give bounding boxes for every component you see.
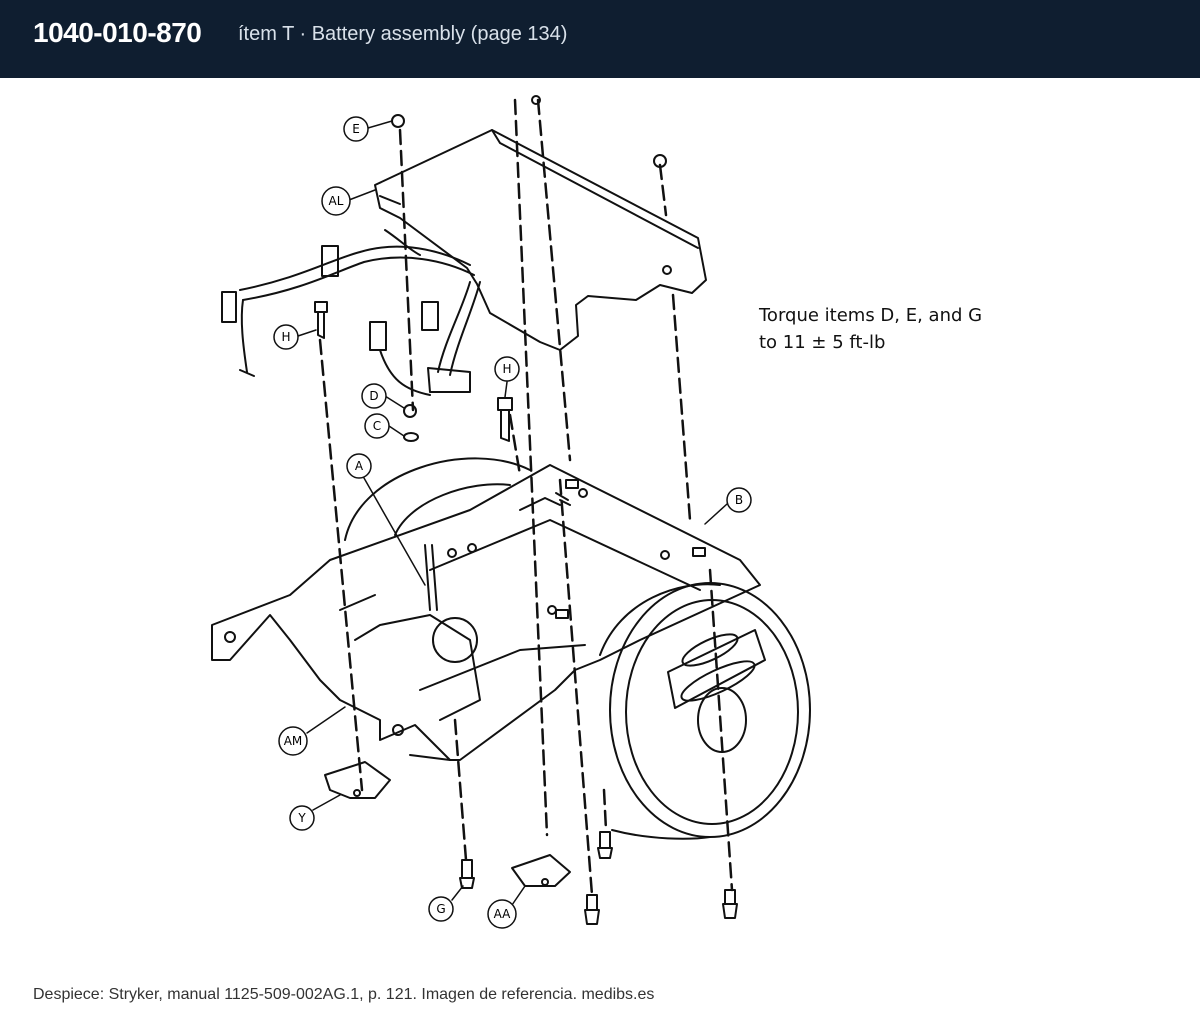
assembly-lines	[318, 98, 734, 897]
header-bar: 1040-010-870 ítem T · Battery assembly (…	[0, 0, 1200, 78]
callout-c: C	[364, 413, 390, 439]
svg-text:B: B	[735, 493, 743, 507]
svg-text:H: H	[502, 362, 511, 376]
callout-h-center: H	[494, 356, 520, 382]
callout-aa: AA	[487, 899, 517, 929]
torque-note: Torque items D, E, and G to 11 ± 5 ft-lb	[759, 302, 982, 356]
svg-text:AA: AA	[494, 907, 512, 921]
svg-text:AL: AL	[329, 194, 344, 208]
washer-c	[403, 432, 419, 442]
callout-e: E	[343, 116, 369, 142]
nut-top	[531, 95, 541, 105]
svg-text:Y: Y	[297, 811, 306, 825]
screw-lower-center	[584, 894, 600, 925]
cover-plate-aa	[511, 854, 571, 887]
callout-b: B	[726, 487, 752, 513]
torque-note-line1: Torque items D, E, and G	[759, 305, 983, 326]
callout-h-left: H	[273, 324, 299, 350]
callout-a: A	[346, 453, 372, 479]
svg-text:A: A	[355, 459, 364, 473]
callout-y: Y	[289, 805, 315, 831]
cover-plate-y	[324, 761, 391, 799]
callout-am: AM	[278, 726, 308, 756]
item-description: ítem T · Battery assembly (page 134)	[238, 23, 568, 45]
torque-note-line2: to 11 ± 5 ft-lb	[759, 332, 886, 353]
exploded-diagram: E AL H H D C A B	[211, 95, 811, 929]
bolt-h-center	[497, 397, 513, 442]
svg-text:E: E	[352, 122, 360, 136]
nut-e	[391, 114, 405, 128]
svg-text:AM: AM	[284, 734, 303, 748]
svg-text:C: C	[373, 419, 381, 433]
base-tray-am	[211, 457, 761, 761]
callout-d: D	[361, 383, 387, 409]
screw-lower-right	[722, 889, 738, 919]
callout-g: G	[428, 896, 454, 922]
wiring-harness-upper	[221, 229, 481, 396]
battery-part-al	[374, 129, 707, 351]
nut-e-right	[653, 154, 667, 168]
leader-lines	[297, 120, 728, 906]
nut-d	[403, 404, 417, 418]
screw-g	[459, 859, 475, 889]
screw-lower-wheel	[597, 831, 613, 859]
callouts: E AL H H D C A B	[273, 116, 752, 929]
bolt-h-left	[314, 301, 328, 339]
svg-text:H: H	[281, 330, 290, 344]
wheel	[599, 582, 811, 840]
svg-text:G: G	[436, 902, 445, 916]
callout-al: AL	[321, 186, 351, 216]
svg-text:D: D	[369, 389, 378, 403]
source-footer: Despiece: Stryker, manual 1125-509-002AG…	[33, 986, 655, 1003]
part-number: 1040-010-870	[33, 17, 202, 48]
